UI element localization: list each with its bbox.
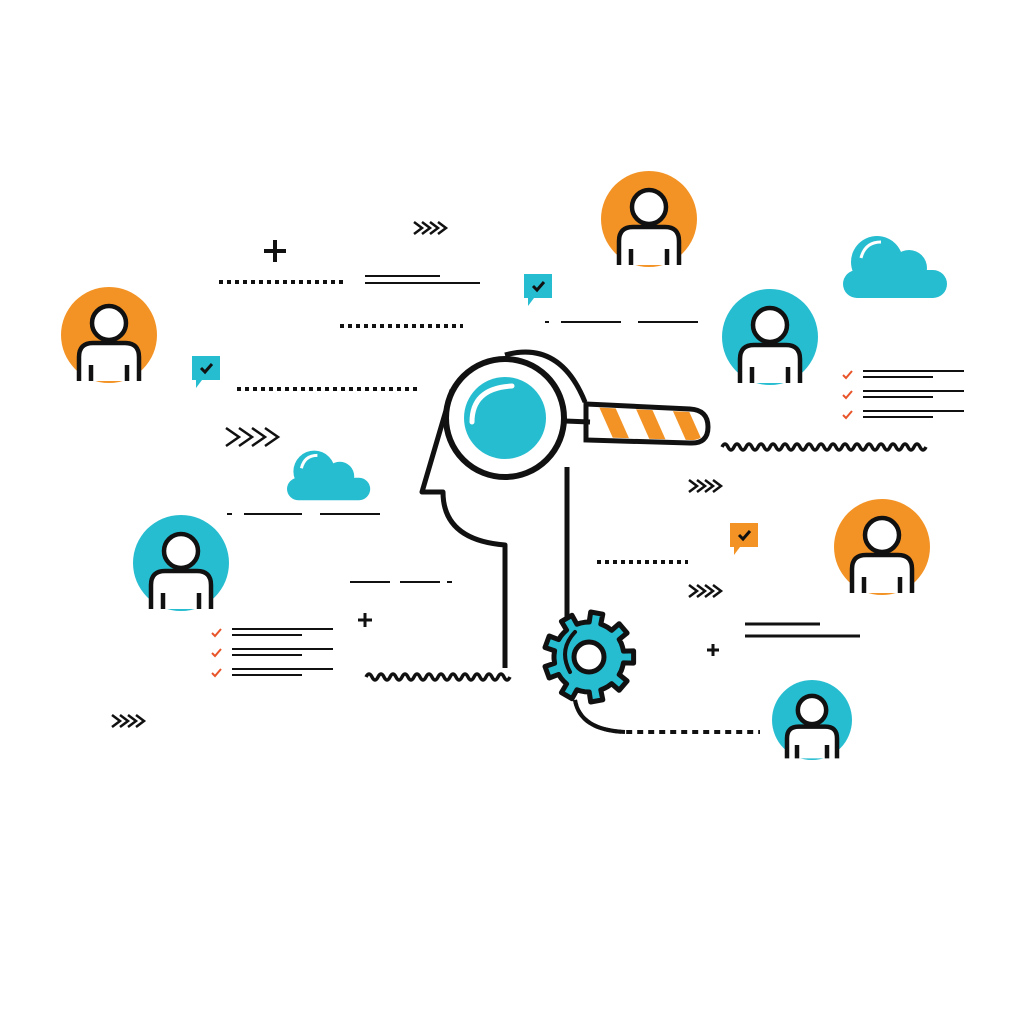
user-arms bbox=[794, 745, 830, 759]
chevrons-icon bbox=[251, 426, 268, 448]
user-icon bbox=[849, 515, 915, 593]
cloud-icon bbox=[843, 236, 947, 298]
chevrons-icon bbox=[413, 221, 425, 235]
avatar bbox=[601, 171, 697, 267]
chevrons-icon bbox=[111, 714, 123, 728]
user-body bbox=[849, 552, 915, 593]
gear-icon bbox=[542, 609, 760, 734]
avatar bbox=[61, 287, 157, 383]
chevrons-icon bbox=[704, 479, 716, 493]
chevrons-icon bbox=[688, 479, 700, 493]
cloud-shine bbox=[299, 453, 318, 469]
chevrons-icon bbox=[421, 221, 433, 235]
avatars bbox=[61, 171, 930, 760]
user-arms bbox=[88, 365, 130, 381]
cloud-puff bbox=[891, 250, 927, 286]
head-icon bbox=[419, 349, 588, 668]
user-head bbox=[89, 303, 129, 343]
chevrons-icon bbox=[704, 584, 716, 598]
user-icon bbox=[76, 303, 142, 381]
user-head bbox=[161, 531, 201, 571]
user-arms bbox=[861, 577, 903, 593]
chevrons-icon bbox=[437, 221, 449, 235]
check-icon bbox=[199, 363, 214, 375]
user-arms bbox=[749, 367, 791, 383]
avatar bbox=[133, 515, 229, 611]
chevrons-icon bbox=[696, 479, 708, 493]
user-icon bbox=[616, 187, 682, 265]
check-icon bbox=[737, 530, 752, 542]
chevrons-icon bbox=[264, 426, 281, 448]
user-head bbox=[862, 515, 902, 555]
magnifying-glass-icon bbox=[443, 356, 711, 480]
user-head bbox=[750, 305, 790, 345]
check-icon bbox=[842, 370, 853, 380]
avatar bbox=[722, 289, 818, 385]
chevrons-icon bbox=[119, 714, 131, 728]
wave-line bbox=[720, 442, 928, 452]
avatar bbox=[772, 680, 852, 760]
chevrons-icon bbox=[688, 584, 700, 598]
chevrons-icon bbox=[225, 426, 242, 448]
user-body bbox=[148, 568, 214, 609]
user-body bbox=[76, 340, 142, 381]
chevrons-icon bbox=[238, 426, 255, 448]
check-icon bbox=[211, 668, 222, 678]
chevrons-icon bbox=[712, 584, 724, 598]
user-body bbox=[784, 724, 840, 759]
user-icon bbox=[784, 693, 840, 759]
cloud-shine bbox=[859, 240, 882, 259]
check-icon bbox=[842, 390, 853, 400]
chevrons-icon bbox=[712, 479, 724, 493]
user-body bbox=[737, 342, 803, 383]
chat-check-icon bbox=[192, 356, 220, 388]
wave-line bbox=[364, 672, 512, 682]
chevrons-icon bbox=[696, 584, 708, 598]
check-icon bbox=[531, 281, 546, 293]
chevrons-icon bbox=[135, 714, 147, 728]
user-arms bbox=[160, 593, 202, 609]
chat-check-icon bbox=[524, 274, 552, 306]
chevrons-icon bbox=[127, 714, 139, 728]
avatar bbox=[834, 499, 930, 595]
user-arms bbox=[628, 249, 670, 265]
user-head bbox=[795, 693, 829, 727]
chevrons-icon bbox=[429, 221, 441, 235]
cloud-puff bbox=[325, 461, 355, 491]
decorations bbox=[111, 221, 964, 728]
cloud-icon bbox=[287, 450, 371, 501]
chat-check-icon bbox=[730, 523, 758, 555]
check-icon bbox=[211, 648, 222, 658]
user-icon bbox=[737, 305, 803, 383]
check-icon bbox=[211, 628, 222, 638]
user-body bbox=[616, 224, 682, 265]
user-head bbox=[629, 187, 669, 227]
check-icon bbox=[842, 410, 853, 420]
user-icon bbox=[148, 531, 214, 609]
